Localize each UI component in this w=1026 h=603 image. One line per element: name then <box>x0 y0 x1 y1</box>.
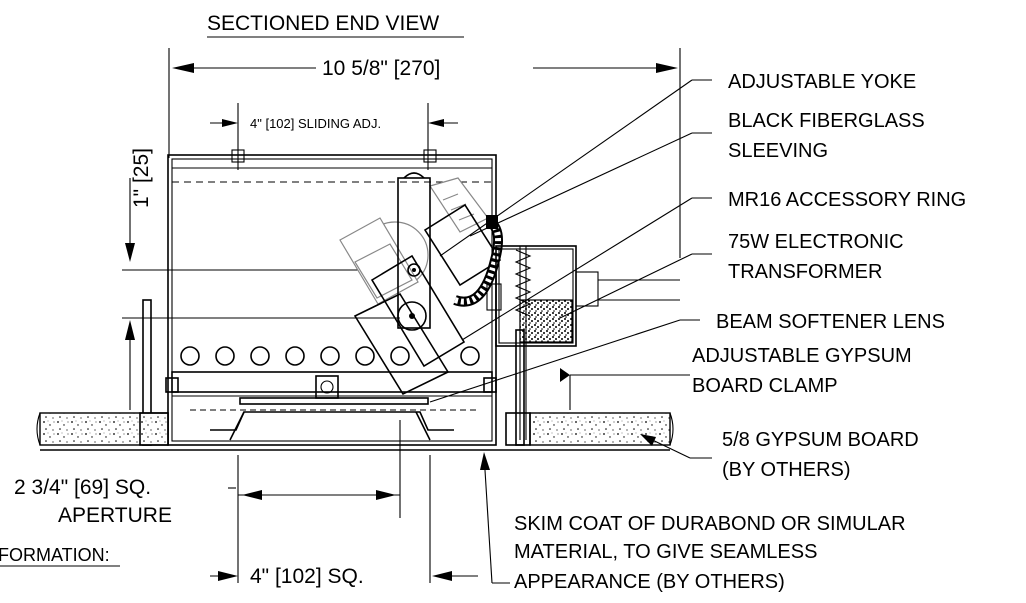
callout-gypsum-line2: (BY OTHERS) <box>722 459 851 481</box>
transformer-box <box>486 245 680 440</box>
callout-beam-softener: BEAM SOFTENER LENS <box>716 311 945 333</box>
callout-skim-line2: MATERIAL, TO GIVE SEAMLESS <box>514 541 817 563</box>
callout-fiberglass-line1: BLACK FIBERGLASS <box>728 110 925 132</box>
overall-width-label: 10 5/8" [270] <box>322 57 440 80</box>
callout-skim-line1: SKIM COAT OF DURABOND OR SIMULAR <box>514 513 906 535</box>
information-heading-fragment: FORMATION: <box>0 545 110 565</box>
height-dimension: 1" [25] <box>122 148 400 410</box>
callout-labels: ADJUSTABLE YOKE BLACK FIBERGLASS SLEEVIN… <box>514 71 966 593</box>
callout-transformer-line2: TRANSFORMER <box>728 261 882 283</box>
adjustable-yoke <box>397 172 431 331</box>
callout-gypsum-line1: 5/8 GYPSUM BOARD <box>722 429 919 451</box>
sliding-adj-dimension: 4" [102] SLIDING ADJ. <box>210 103 458 170</box>
trim-square-label: 4" [102] SQ. <box>250 565 364 588</box>
trim-assembly <box>165 371 497 441</box>
overall-width-dimension: 10 5/8" [270] <box>168 48 681 258</box>
title: SECTIONED END VIEW <box>207 12 439 35</box>
callout-skim-line3: APPEARANCE (BY OTHERS) <box>514 571 785 593</box>
trim-square-dimension: 4" [102] SQ. <box>210 455 478 588</box>
lamp-ghost-position <box>339 177 489 305</box>
sliding-adj-label: 4" [102] SLIDING ADJ. <box>250 116 381 131</box>
callout-clamp-line2: BOARD CLAMP <box>692 375 838 397</box>
callout-transformer-line1: 75W ELECTRONIC <box>728 231 904 253</box>
callout-fiberglass-line2: SLEEVING <box>728 140 828 162</box>
fiberglass-sleeving <box>453 215 504 307</box>
callout-adjustable-yoke: ADJUSTABLE YOKE <box>728 71 916 93</box>
callout-clamp-line1: ADJUSTABLE GYPSUM <box>692 345 912 367</box>
fixture-housing <box>167 149 497 446</box>
aperture-label-line2: APERTURE <box>58 504 172 527</box>
callout-accessory-ring: MR16 ACCESSORY RING <box>728 189 966 211</box>
aperture-label-line1: 2 3/4" [69] SQ. <box>14 476 151 499</box>
aperture-dimension: 2 3/4" [69] SQ. APERTURE <box>14 420 401 583</box>
callout-leaders <box>429 79 712 584</box>
vent-holes <box>180 346 480 366</box>
height-label: 1" [25] <box>130 148 153 208</box>
